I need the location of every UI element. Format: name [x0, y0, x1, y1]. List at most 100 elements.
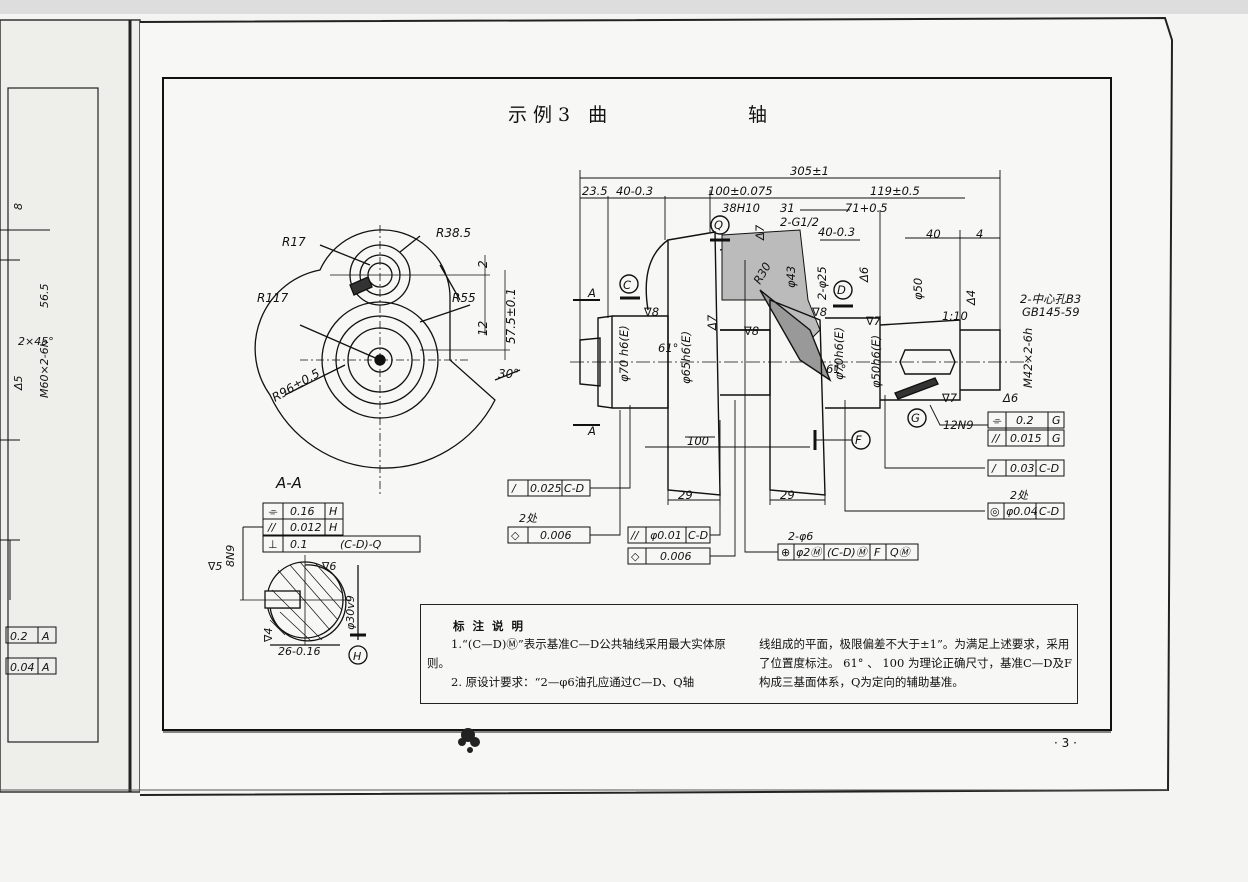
page-number: · 3 · — [1054, 736, 1077, 750]
svg-text:23.5: 23.5 — [582, 184, 608, 198]
svg-text:0.1: 0.1 — [290, 538, 308, 551]
svg-text:Q: Q — [714, 218, 723, 232]
label-30deg: 30° — [498, 367, 519, 381]
svg-text:G: G — [1052, 414, 1061, 427]
svg-text:31: 31 — [780, 201, 795, 215]
svg-text:C: C — [623, 278, 631, 292]
svg-text:61°: 61° — [658, 341, 678, 355]
svg-text://: // — [630, 529, 640, 542]
svg-text:⊕: ⊕ — [781, 546, 790, 559]
tolerance-block-left-text: ⌯ 0.16 H // 0.012 H ⊥ 0.1 (C-D)-Q — [267, 505, 382, 551]
svg-text:0.16: 0.16 — [290, 505, 315, 518]
left-frag-text-0: 8 — [12, 203, 25, 210]
left-frag-text-1: 56.5 — [38, 284, 51, 309]
label-r38-5: R38.5 — [436, 226, 471, 240]
svg-text:A: A — [587, 424, 596, 438]
drawing-frame — [162, 77, 1112, 731]
svg-text:φ0.04: φ0.04 — [1006, 505, 1038, 518]
svg-text:◇: ◇ — [631, 550, 640, 563]
svg-text:⌯: ⌯ — [992, 414, 1002, 427]
svg-text:2-φ6: 2-φ6 — [788, 530, 813, 543]
svg-text:M42×2-6h: M42×2-6h — [1021, 328, 1035, 388]
note-1: 1.“(C—D)Ⓜ”表示基准C—D公共轴线采用最大实体原则。 — [427, 637, 726, 670]
svg-text:H: H — [329, 505, 337, 518]
note-continued: 线组成的平面，极限偏差不大于±1”。为满足上述要求，采用了位置度标注。 61° … — [759, 637, 1072, 689]
svg-text:8N9: 8N9 — [224, 545, 237, 567]
svg-text://: // — [991, 432, 1001, 445]
notes-heading: 标 注 说 明 — [453, 619, 526, 633]
section-title-a-a: A-A — [275, 474, 302, 492]
left-page-annotations: 8 56.5 2×45° M60×2-6h Δ5 0.2 A 0.04 A — [0, 203, 57, 675]
ink-smudge — [458, 728, 480, 753]
left-frag-text-6: A — [41, 630, 50, 643]
svg-text:∇8: ∇8 — [811, 305, 827, 319]
drawing-title: 示例3 曲 — [508, 104, 614, 126]
svg-text:∇6: ∇6 — [321, 560, 336, 573]
svg-text:∇8: ∇8 — [743, 324, 759, 338]
svg-text:0.2: 0.2 — [1016, 414, 1034, 427]
svg-text:φ50h6(E): φ50h6(E) — [869, 335, 883, 388]
svg-text:40-0.3: 40-0.3 — [818, 225, 855, 239]
notes-column-right: 线组成的平面，极限偏差不大于±1”。为满足上述要求，采用了位置度标注。 61° … — [759, 635, 1077, 692]
svg-text:◇: ◇ — [511, 529, 520, 542]
svg-text:2-G1/2: 2-G1/2 — [780, 215, 819, 229]
section-h-labels: ∇5 8N9 ∇6 φ30v9 ∇4 26-0.16 H — [207, 545, 361, 663]
label-r117: R117 — [257, 291, 289, 305]
section-h-view — [240, 555, 368, 665]
svg-text:71+0.5: 71+0.5 — [845, 201, 888, 215]
left-frag-text-4: Δ5 — [12, 375, 25, 391]
svg-text:∇4: ∇4 — [262, 628, 275, 643]
svg-text:40-0.3: 40-0.3 — [616, 184, 653, 198]
left-frag-text-2: 2×45° — [18, 335, 54, 348]
svg-text:Δ4: Δ4 — [964, 290, 978, 306]
svg-text:2处: 2处 — [519, 512, 538, 525]
label-r55: R55 — [452, 291, 476, 305]
svg-text:26-0.16: 26-0.16 — [278, 645, 320, 658]
svg-text:φ43: φ43 — [784, 266, 798, 288]
svg-text:QⓂ: QⓂ — [890, 546, 912, 559]
svg-text:◎: ◎ — [990, 505, 1000, 518]
svg-text:C-D: C-D — [688, 529, 708, 542]
right-page — [139, 16, 1174, 796]
svg-text:φ65h6(E): φ65h6(E) — [679, 331, 693, 384]
svg-text:(C-D)-Q: (C-D)-Q — [340, 538, 382, 551]
svg-text:φ0.01: φ0.01 — [650, 529, 682, 542]
svg-text:2-中心孔B3: 2-中心孔B3 — [1020, 292, 1081, 306]
svg-text:C-D: C-D — [1039, 462, 1059, 475]
crankshaft-dimension-labels: 305±1 23.5 40-0.3 100±0.075 119±0.5 38H1… — [582, 164, 1081, 502]
svg-text:0.03: 0.03 — [1010, 462, 1035, 475]
left-frag-text-3: M60×2-6h — [38, 340, 51, 398]
svg-text:C-D: C-D — [564, 482, 584, 495]
note-2: 2. 原设计要求：“2—φ6油孔应通过C—D、Q轴 — [451, 675, 695, 689]
left-frag-text-7: 0.04 — [10, 661, 35, 674]
label-12: 12 — [476, 321, 490, 336]
svg-text:Δ7: Δ7 — [705, 314, 719, 331]
svg-text:12N9: 12N9 — [943, 418, 974, 432]
svg-text:40: 40 — [926, 227, 941, 241]
left-frag-text-5: 0.2 — [10, 630, 28, 643]
svg-text:∇7: ∇7 — [865, 314, 882, 328]
svg-text:2-φ25: 2-φ25 — [815, 266, 829, 300]
svg-text://: // — [267, 521, 277, 534]
svg-text:0.012: 0.012 — [290, 521, 322, 534]
svg-text:0.006: 0.006 — [660, 550, 692, 563]
svg-text:61°: 61° — [826, 362, 846, 376]
svg-text:100: 100 — [687, 434, 709, 448]
svg-text:38H10: 38H10 — [722, 201, 760, 215]
svg-text:29: 29 — [780, 488, 795, 502]
svg-text:∇5: ∇5 — [207, 560, 222, 573]
svg-text:G: G — [911, 411, 920, 425]
svg-text:305±1: 305±1 — [790, 164, 829, 178]
svg-text:φ50: φ50 — [911, 278, 925, 300]
svg-text:C-D: C-D — [1039, 505, 1059, 518]
label-2: 2 — [476, 260, 490, 268]
svg-text:(C-D)Ⓜ: (C-D)Ⓜ — [827, 546, 869, 559]
svg-text:119±0.5: 119±0.5 — [870, 184, 920, 198]
label-r17: R17 — [282, 235, 306, 249]
left-page-fragment — [0, 19, 141, 793]
svg-text:H: H — [329, 521, 337, 534]
label-57-5: 57.5±0.1 — [504, 288, 518, 344]
